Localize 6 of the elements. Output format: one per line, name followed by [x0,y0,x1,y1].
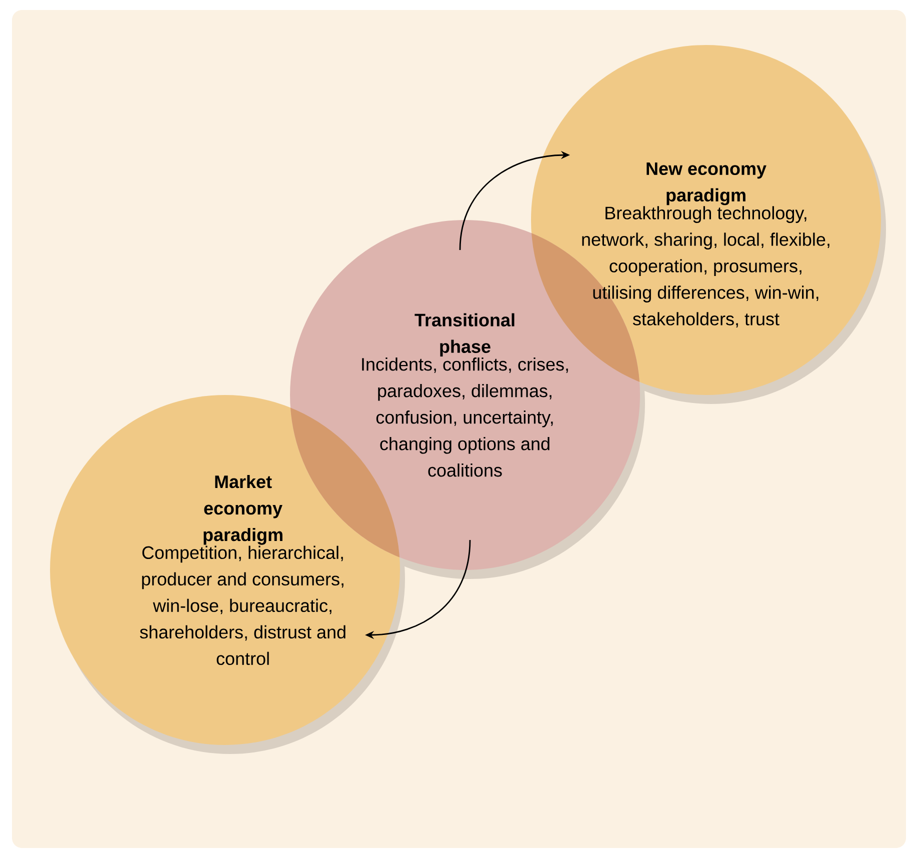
node-description: Competition, hierarchical, producer and consumers, win-lose, bureaucratic, shareholders, distrust and control [140,546,346,666]
node-title: Market economy paradigm [204,474,282,545]
node-description: Breakthrough technology, network, sharing, local, flexible, cooperation, prosumers, utilising differences, win-win, stakeholders, trust [582,206,830,328]
node-title: Transitional phase [414,313,514,357]
node-description: Incidents, conflicts, crises, paradoxes, dilemmas, confusion, uncertainty, changing options and coalitions [362,358,568,477]
node-title: New economy paradigm [646,162,766,206]
